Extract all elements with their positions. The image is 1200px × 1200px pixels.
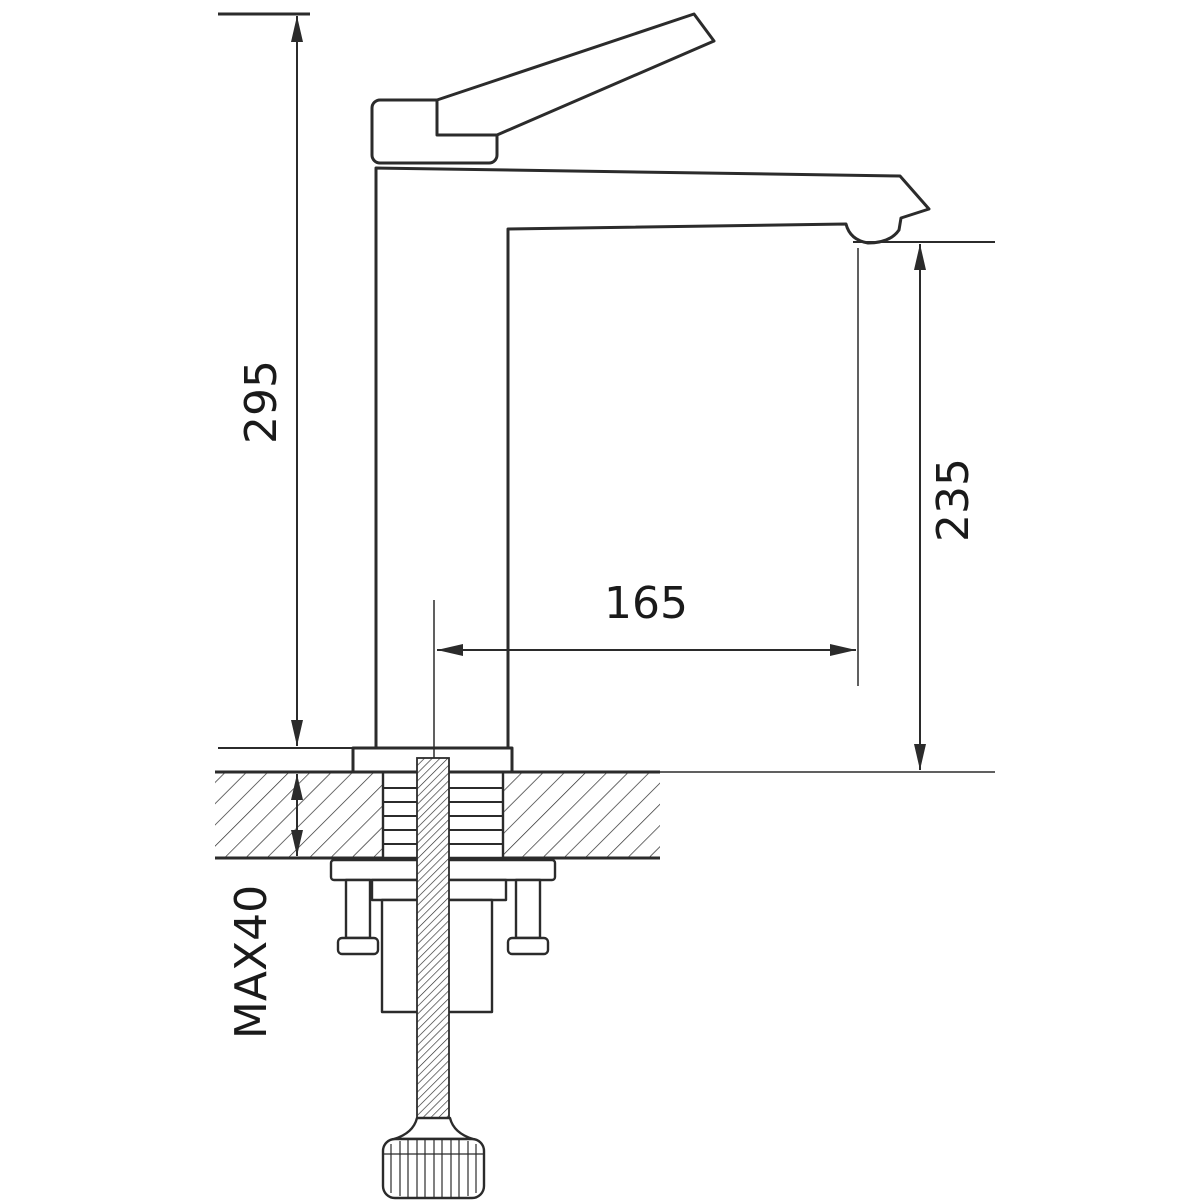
bracket-foot-left [336, 936, 380, 956]
dimension-label-max40: MAX40 [226, 885, 277, 1039]
arrowhead-up [291, 16, 303, 42]
arrowhead-down [291, 830, 303, 856]
faucet-handle [370, 12, 716, 165]
handle-lever [435, 12, 716, 137]
nut-flare [392, 1116, 475, 1141]
bracket-foot-right [506, 936, 550, 956]
dimension-overall-height: 295 [218, 12, 352, 749]
body-spout-outline [374, 166, 931, 750]
dimension-label-295: 295 [236, 360, 287, 444]
knurled-nut [381, 1116, 486, 1200]
faucet-body [374, 166, 931, 750]
bracket-arm-right [514, 878, 542, 940]
dimension-spout-reach: 165 [437, 248, 859, 686]
arrowhead-up [914, 244, 926, 270]
arrowhead-down [291, 720, 303, 746]
bracket-arm-left [344, 878, 372, 940]
arrowhead-down [914, 744, 926, 770]
counter-hatch-right [503, 772, 660, 858]
arrowhead-left [437, 644, 463, 656]
threaded-rod [416, 757, 450, 1119]
dimension-label-165: 165 [604, 578, 688, 629]
dimension-deck-thickness: MAX40 [226, 774, 303, 1039]
countertop-section [215, 770, 995, 860]
dimension-spout-height: 235 [853, 241, 995, 770]
arrowhead-up [291, 774, 303, 800]
arrowhead-right [830, 644, 856, 656]
dimension-label-235: 235 [928, 458, 979, 542]
